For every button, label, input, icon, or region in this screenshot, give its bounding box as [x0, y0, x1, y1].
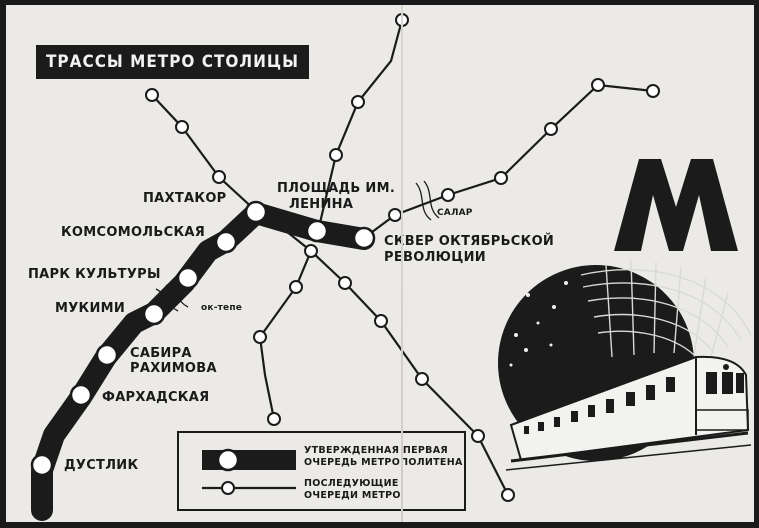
legend-approved-line-1: УТВЕРЖДЕННАЯ ПЕРВАЯ: [304, 445, 448, 456]
station-lenin-square[interactable]: [305, 219, 329, 243]
legend-future-line-1: ПОСЛЕДУЮЩИЕ: [304, 478, 399, 489]
future-station[interactable]: [351, 95, 365, 109]
station-park-kultury[interactable]: [176, 266, 200, 290]
station-farkhadskaya[interactable]: [69, 383, 93, 407]
future-line-northwest: [151, 94, 257, 212]
label-dustlik: ДУСТЛИК: [64, 458, 139, 473]
station-sabira[interactable]: [95, 343, 119, 367]
future-line-northeast: [363, 83, 654, 239]
future-station[interactable]: [395, 13, 409, 27]
legend: [177, 431, 466, 511]
future-station[interactable]: [175, 120, 189, 134]
label-park-kultury: ПАРК КУЛЬТУРЫ: [28, 267, 161, 282]
station-pakhtakor[interactable]: [244, 200, 268, 224]
metro-train-illustration: [498, 259, 752, 471]
station-dustlik[interactable]: [30, 453, 54, 477]
station-komsomolskaya[interactable]: [214, 230, 238, 254]
future-station[interactable]: [267, 412, 281, 426]
future-station[interactable]: [646, 84, 660, 98]
label-skver-2: РЕВОЛЮЦИИ: [384, 250, 486, 265]
future-station[interactable]: [471, 429, 485, 443]
legend-future-line-2: ОЧЕРЕДИ МЕТРО: [304, 490, 401, 501]
future-station[interactable]: [415, 372, 429, 386]
future-station[interactable]: [329, 148, 343, 162]
future-station[interactable]: [441, 188, 455, 202]
future-station[interactable]: [289, 280, 303, 294]
label-sabira-1: САБИРА: [130, 346, 192, 361]
label-skver-1: СКВЕР ОКТЯБРЬСКОЙ: [384, 234, 555, 249]
metro-map: [30, 13, 752, 521]
future-station[interactable]: [212, 170, 226, 184]
label-salar-river: САЛАР: [437, 208, 473, 218]
legend-approved-station: [216, 448, 240, 472]
future-station[interactable]: [544, 122, 558, 136]
label-mukimi: МУКИМИ: [55, 301, 126, 316]
future-station[interactable]: [501, 488, 515, 502]
river-ok-tepe: [155, 284, 189, 312]
label-lenin-square-1: ПЛОЩАДЬ ИМ.: [277, 181, 396, 196]
future-station[interactable]: [374, 314, 388, 328]
future-station[interactable]: [388, 208, 402, 222]
map-card: ТРАССЫ МЕТРО СТОЛИЦЫ ПАХТАКОР ПЛОЩАДЬ ИМ…: [6, 5, 754, 522]
label-ok-tepe: ок-тепе: [201, 303, 243, 313]
future-stations: [145, 13, 660, 502]
future-line-southwest: [258, 250, 313, 420]
legend-future-station: [221, 481, 235, 495]
future-station[interactable]: [338, 276, 352, 290]
river-salar: [415, 180, 440, 221]
future-station[interactable]: [304, 244, 318, 258]
future-station[interactable]: [494, 171, 508, 185]
map-title: ТРАССЫ МЕТРО СТОЛИЦЫ: [36, 45, 309, 79]
legend-approved-line-2: ОЧЕРЕДЬ МЕТРОПОЛИТЕНА: [304, 457, 463, 468]
metro-logo-icon: [614, 159, 738, 251]
future-station[interactable]: [591, 78, 605, 92]
label-sabira-2: РАХИМОВА: [130, 361, 217, 376]
future-station[interactable]: [145, 88, 159, 102]
label-farkhadskaya: ФАРХАДСКАЯ: [102, 390, 210, 405]
label-komsomolskaya: КОМСОМОЛЬСКАЯ: [61, 225, 206, 240]
approved-stations: [30, 200, 376, 477]
future-station[interactable]: [253, 330, 267, 344]
label-pakhtakor: ПАХТАКОР: [143, 191, 227, 206]
label-lenin-square-2: ЛЕНИНА: [289, 197, 354, 212]
station-mukimi[interactable]: [142, 302, 166, 326]
station-skver[interactable]: [352, 226, 376, 250]
